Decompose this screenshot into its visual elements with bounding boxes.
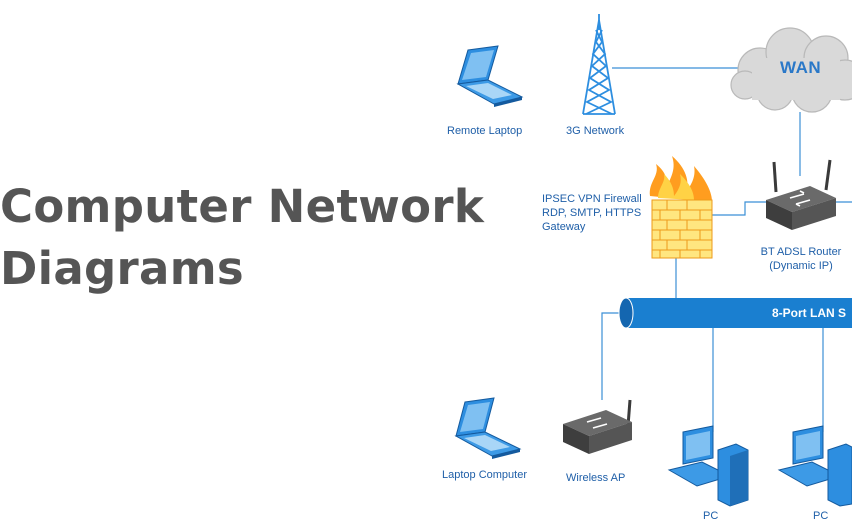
firewall-label-line-2: RDP, SMTP, HTTPS (542, 207, 642, 219)
firewall-label-line-3: Gateway (542, 221, 586, 233)
remote-laptop-label: Remote Laptop (447, 125, 523, 137)
router-label: BT ADSL Router (Dynamic IP) (754, 245, 848, 273)
pc-2-label: PC (813, 510, 829, 522)
router-label-line-2: (Dynamic IP) (769, 260, 833, 272)
3g-tower-icon (582, 14, 616, 115)
3g-network-label: 3G Network (566, 125, 625, 137)
firewall-label-line-1: IPSEC VPN Firewall (542, 193, 642, 205)
lan-switch-icon (618, 297, 852, 329)
title-line-2: Diagrams (0, 242, 244, 295)
wireless-ap-label: Wireless AP (566, 472, 626, 484)
connector-switch-ap (601, 312, 620, 400)
pc-1-label: PC (703, 510, 719, 522)
title-line-1: Computer Network (0, 180, 485, 233)
firewall-icon (649, 156, 713, 259)
wireless-ap-icon (563, 399, 632, 454)
laptop-computer-icon (454, 397, 522, 459)
lan-switch-label: 8-Port LAN S (772, 306, 847, 320)
pc-icon-2 (777, 425, 852, 507)
pc-icon-1 (667, 425, 749, 507)
wan-cloud-icon (730, 27, 852, 113)
wan-label: WAN (780, 58, 822, 77)
connector-router-firewall (712, 201, 766, 216)
firewall-label: IPSEC VPN Firewall RDP, SMTP, HTTPS Gate… (542, 192, 642, 234)
connectors (601, 67, 852, 432)
router-label-line-1: BT ADSL Router (760, 246, 842, 258)
remote-laptop-icon (456, 45, 524, 107)
page-title: Computer Network Diagrams (0, 176, 484, 300)
router-icon (766, 159, 836, 230)
laptop-computer-label: Laptop Computer (442, 469, 527, 481)
